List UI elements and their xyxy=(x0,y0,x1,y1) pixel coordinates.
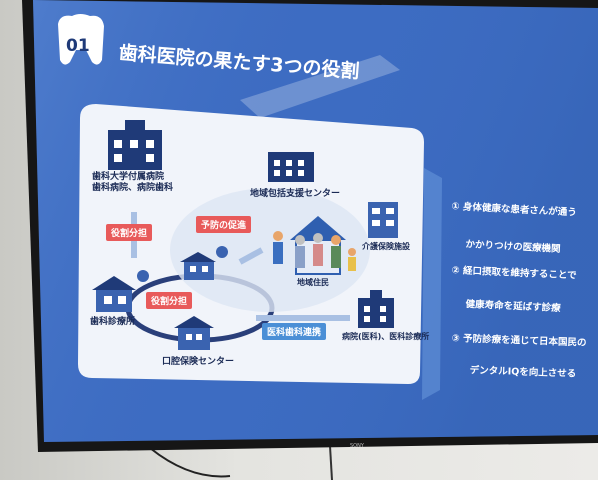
residents-label: 地域住民 xyxy=(297,278,329,287)
care-facility-icon xyxy=(368,202,398,238)
hospital-label: 病院(医科)、医科診療所 xyxy=(342,332,430,341)
light-reflection xyxy=(240,55,400,118)
community-center-icon xyxy=(268,152,314,182)
arrow-chevron xyxy=(422,168,442,400)
tooth-pin-icon xyxy=(137,246,228,282)
residents-people-icon xyxy=(273,231,356,271)
clinic-building-icon xyxy=(180,252,216,280)
oral-center-label: 口腔保険センター xyxy=(162,357,235,367)
role-share-tag: 役割分担 xyxy=(146,292,193,309)
role-share-tag: 役割分担 xyxy=(106,224,153,241)
power-cable xyxy=(149,447,231,478)
university-building-icon xyxy=(108,120,162,170)
dental-clinic-icon xyxy=(92,276,136,312)
medical-dental-tag: 医科歯科連携 xyxy=(262,323,327,340)
tv-brand-logo: SONY xyxy=(350,443,365,449)
dental-clinic-label: 歯科診療所 xyxy=(90,317,136,327)
prevention-tag: 予防の促進 xyxy=(196,216,252,233)
community-center-label: 地域包括支援センター xyxy=(250,189,341,199)
slide-number: 01 xyxy=(66,36,90,56)
care-facility-label: 介護保険施設 xyxy=(362,242,410,251)
oral-center-icon xyxy=(174,316,214,350)
tooth-badge-icon xyxy=(58,14,104,65)
signal-cable xyxy=(329,445,333,480)
university-hospital-label: 歯科大学付属病院 歯科病院、病院歯科 xyxy=(92,172,174,193)
hospital-icon xyxy=(358,290,394,328)
